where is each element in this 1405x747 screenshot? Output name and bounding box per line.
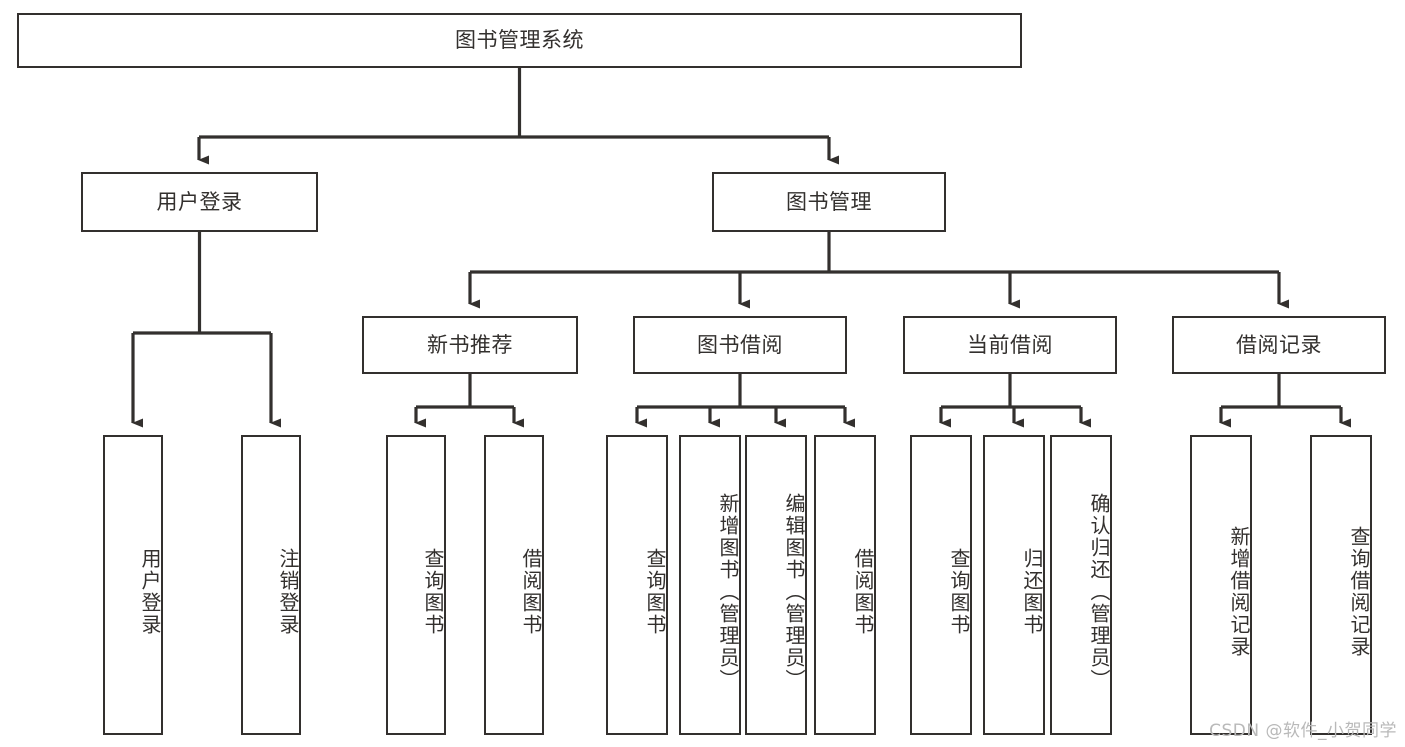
node-leaf-query-book-2[interactable]: 查询图书 <box>606 435 668 735</box>
node-leaf-query-borrow-record[interactable]: 查询借阅记录 <box>1310 435 1372 735</box>
node-leaf-user-login[interactable]: 用户登录 <box>103 435 163 735</box>
node-leaf-confirm-return[interactable]: 确认归还（管理员） <box>1050 435 1112 735</box>
node-root-label: 图书管理系统 <box>455 28 584 53</box>
node-leaf-add-borrow-record[interactable]: 新增借阅记录 <box>1190 435 1252 735</box>
node-leaf-query-book-1[interactable]: 查询图书 <box>386 435 446 735</box>
node-leaf-return-book[interactable]: 归还图书 <box>983 435 1045 735</box>
node-leaf-borrow-book-2-label: 借阅图书 <box>851 548 875 636</box>
node-leaf-query-book-1-label: 查询图书 <box>421 548 445 636</box>
node-leaf-add-book-label: 新增图书（管理员） <box>716 493 740 691</box>
node-book-borrow[interactable]: 图书借阅 <box>633 316 847 374</box>
node-leaf-edit-book[interactable]: 编辑图书（管理员） <box>745 435 807 735</box>
node-leaf-confirm-return-label: 确认归还（管理员） <box>1087 493 1111 691</box>
node-leaf-borrow-book-2[interactable]: 借阅图书 <box>814 435 876 735</box>
node-root[interactable]: 图书管理系统 <box>17 13 1022 68</box>
node-leaf-query-book-3-label: 查询图书 <box>947 548 971 636</box>
node-book-manage-label: 图书管理 <box>786 189 872 214</box>
node-current-borrow-label: 当前借阅 <box>967 332 1053 357</box>
node-leaf-user-logout-label: 注销登录 <box>276 548 300 636</box>
node-book-borrow-label: 图书借阅 <box>697 332 783 357</box>
node-user-login-label: 用户登录 <box>156 189 243 214</box>
node-current-borrow[interactable]: 当前借阅 <box>903 316 1117 374</box>
node-new-book-recommend-label: 新书推荐 <box>427 332 513 357</box>
node-leaf-borrow-book-1-label: 借阅图书 <box>519 548 543 636</box>
node-leaf-return-book-label: 归还图书 <box>1020 548 1044 636</box>
csdn-watermark: CSDN @软件_小贺同学 <box>1209 721 1397 741</box>
node-leaf-edit-book-label: 编辑图书（管理员） <box>782 493 806 691</box>
node-user-login[interactable]: 用户登录 <box>81 172 318 232</box>
node-book-manage[interactable]: 图书管理 <box>712 172 946 232</box>
node-leaf-user-login-label: 用户登录 <box>138 548 162 636</box>
node-leaf-add-book[interactable]: 新增图书（管理员） <box>679 435 741 735</box>
node-leaf-borrow-book-1[interactable]: 借阅图书 <box>484 435 544 735</box>
node-new-book-recommend[interactable]: 新书推荐 <box>362 316 578 374</box>
node-borrow-record-label: 借阅记录 <box>1236 332 1322 357</box>
node-leaf-query-book-2-label: 查询图书 <box>643 548 667 636</box>
node-leaf-add-borrow-record-label: 新增借阅记录 <box>1227 526 1251 658</box>
node-leaf-query-book-3[interactable]: 查询图书 <box>910 435 972 735</box>
node-leaf-user-logout[interactable]: 注销登录 <box>241 435 301 735</box>
node-borrow-record[interactable]: 借阅记录 <box>1172 316 1386 374</box>
node-leaf-query-borrow-record-label: 查询借阅记录 <box>1347 526 1371 658</box>
